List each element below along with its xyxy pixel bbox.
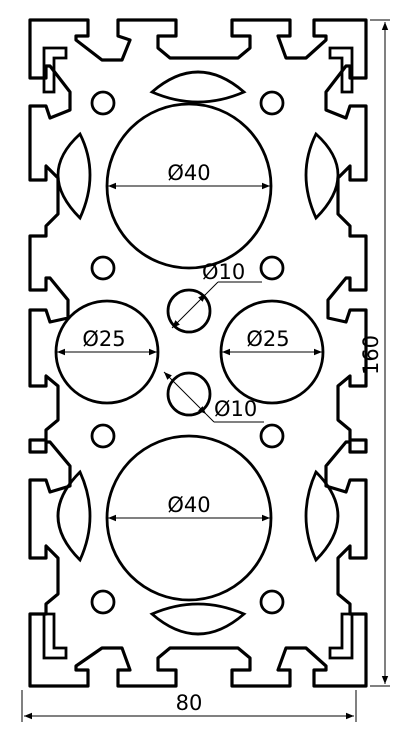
cavity-left-upper — [56, 131, 92, 221]
label-small-lower: Ø10 — [214, 397, 257, 421]
corner-slot-br — [328, 612, 354, 660]
core-hole — [259, 423, 285, 449]
small-hole-lower — [166, 371, 212, 417]
core-hole — [259, 90, 285, 116]
corner-slot-bl — [42, 612, 68, 660]
label-width: 80 — [176, 691, 203, 715]
cavity-left-lower — [56, 469, 92, 563]
core-hole — [90, 255, 116, 281]
medium-hole-left — [54, 299, 160, 405]
cavity-right-upper — [304, 131, 340, 221]
corner-slot-tl — [42, 46, 68, 94]
core-hole — [90, 589, 116, 615]
label-large-top: Ø40 — [167, 161, 210, 185]
label-large-bottom: Ø40 — [167, 493, 210, 517]
profile-outline — [28, 18, 368, 688]
large-hole-bottom — [105, 434, 273, 602]
cavity-top — [149, 70, 247, 104]
label-medium-left: Ø25 — [82, 327, 125, 351]
core-hole — [259, 589, 285, 615]
label-small-upper: Ø10 — [202, 260, 245, 284]
leader-small-upper — [205, 281, 219, 295]
dim-line-small-lower — [163, 371, 207, 415]
dim-line-small-upper — [171, 293, 207, 329]
core-hole — [90, 90, 116, 116]
cavity-bottom — [149, 602, 247, 636]
leader-small-lower — [205, 413, 215, 423]
label-medium-right: Ø25 — [246, 327, 289, 351]
core-hole — [259, 255, 285, 281]
core-hole — [90, 423, 116, 449]
small-hole-upper — [166, 288, 212, 334]
corner-slot-tr — [328, 46, 354, 94]
label-height: 160 — [359, 335, 383, 375]
cavity-right-lower — [304, 469, 340, 563]
large-hole-top — [105, 102, 273, 270]
medium-hole-right — [219, 299, 325, 405]
